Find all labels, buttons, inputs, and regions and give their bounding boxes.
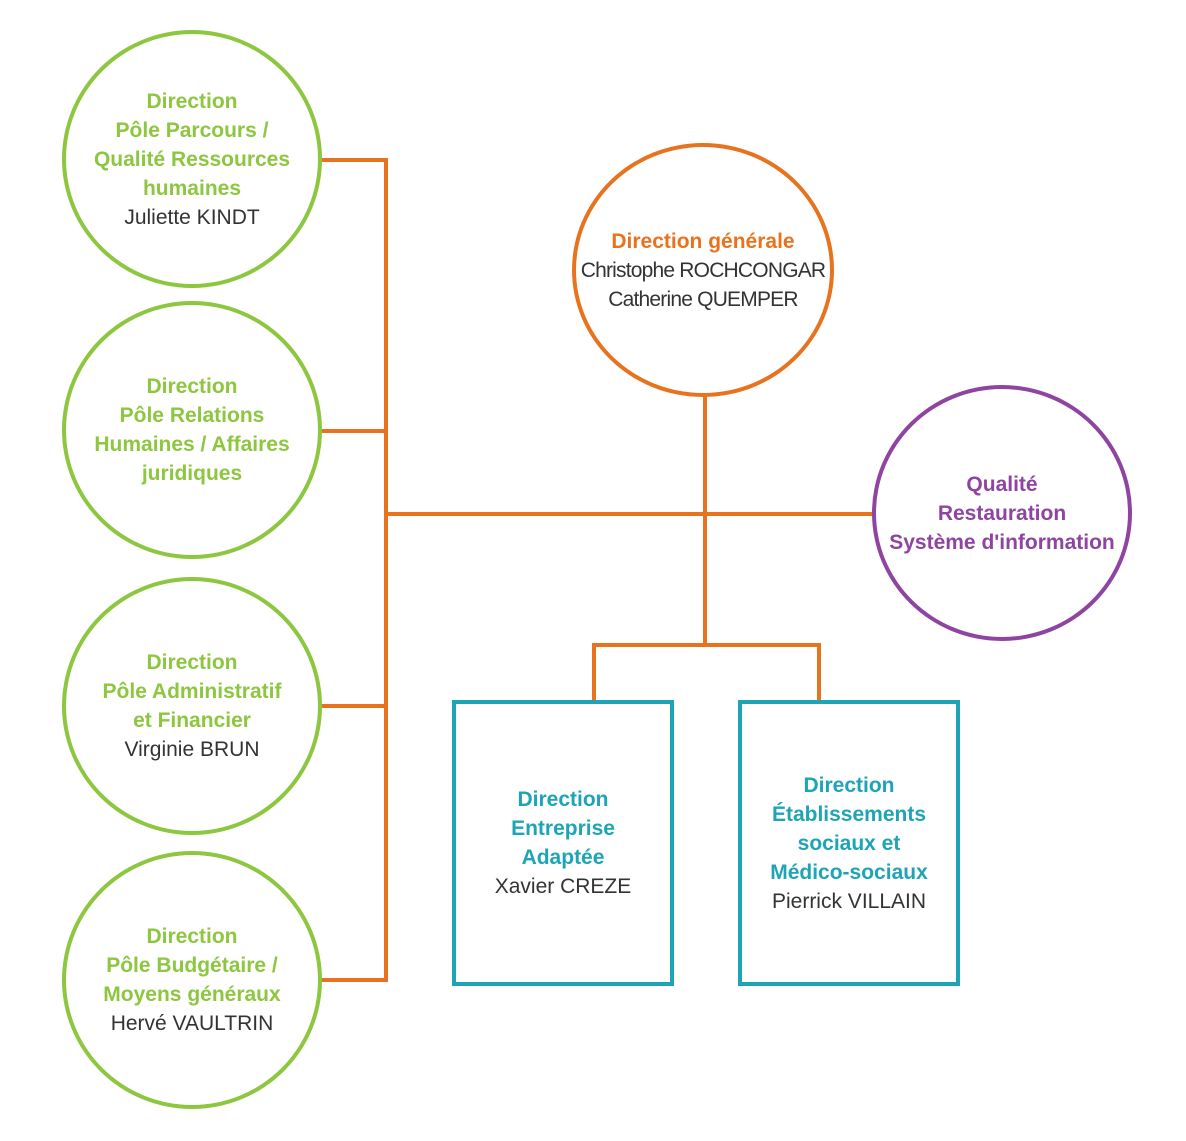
entreprise-adaptee-title-1: Direction (517, 788, 609, 811)
direction-generale-name-1: Christophe ROCHCONGAR (580, 258, 826, 282)
entreprise-adaptee-node: Direction Entreprise Adaptée Xavier CREZ… (452, 700, 674, 986)
systeme-information-line: Système d'information (889, 530, 1115, 554)
pole-relations-title-2: Pôle Relations (119, 404, 265, 427)
pole-administratif-node: Direction Pôle Administratif et Financie… (62, 577, 322, 835)
qualite-line: Qualité (966, 472, 1038, 496)
pole-parcours-title-4: humaines (142, 176, 242, 200)
pole-parcours-title-1: Direction (146, 89, 238, 113)
entreprise-adaptee-title-2: Entreprise (511, 817, 615, 840)
pole-budgetaire-person: Hervé VAULTRIN (110, 1012, 274, 1035)
pole-relations-node: Direction Pôle Relations Humaines / Affa… (62, 301, 322, 559)
etablissements-title-2: Établissements (771, 802, 927, 826)
entreprise-adaptee-title-3: Adaptée (521, 846, 605, 869)
restauration-line: Restauration (937, 501, 1067, 525)
pole-administratif-person: Virginie BRUN (124, 738, 260, 761)
qualite-restauration-si-node: Qualité Restauration Système d'informati… (872, 385, 1132, 641)
etablissements-person: Pierrick VILLAIN (771, 889, 927, 913)
pole-budgetaire-title-2: Pôle Budgétaire / (106, 954, 278, 977)
pole-budgetaire-title-1: Direction (146, 925, 238, 948)
entreprise-adaptee-person: Xavier CREZE (494, 875, 632, 898)
pole-administratif-title-1: Direction (146, 651, 238, 674)
pole-administratif-title-2: Pôle Administratif (102, 680, 282, 703)
pole-administratif-title-3: et Financier (133, 709, 251, 732)
etablissements-title-4: Médico-sociaux (770, 860, 928, 884)
pole-parcours-person: Juliette KINDT (124, 205, 260, 229)
pole-parcours-node: Direction Pôle Parcours / Qualité Ressou… (62, 30, 322, 288)
pole-budgetaire-node: Direction Pôle Budgétaire / Moyens génér… (62, 851, 322, 1109)
etablissements-title-1: Direction (803, 773, 895, 797)
pole-parcours-title-2: Pôle Parcours / (115, 118, 269, 142)
pole-relations-title-1: Direction (146, 375, 238, 398)
direction-generale-title: Direction générale (611, 229, 795, 253)
etablissements-title-3: sociaux et (797, 831, 901, 855)
etablissements-node: Direction Établissements sociaux et Médi… (738, 700, 960, 986)
pole-relations-title-3: Humaines / Affaires (94, 433, 290, 456)
direction-generale-name-2: Catherine QUEMPER (608, 287, 798, 311)
direction-generale-node: Direction générale Christophe ROCHCONGAR… (572, 143, 834, 397)
pole-relations-title-4: juridiques (141, 462, 243, 485)
pole-parcours-title-3: Qualité Ressources (93, 147, 291, 171)
pole-budgetaire-title-3: Moyens généraux (103, 983, 281, 1006)
